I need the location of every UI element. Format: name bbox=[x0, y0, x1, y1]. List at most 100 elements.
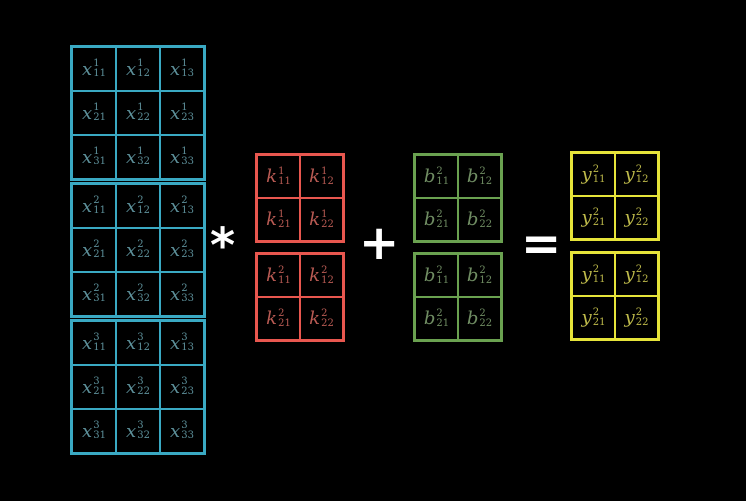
cell-subscript: 12 bbox=[137, 205, 150, 216]
cell-subscript: 21 bbox=[436, 218, 450, 230]
cell-superscript: 1 bbox=[93, 58, 100, 69]
cell-variable: y bbox=[624, 307, 635, 328]
cell-subscript: 12 bbox=[137, 342, 150, 353]
cell-superscript: 2 bbox=[635, 163, 643, 175]
cell-variable: x bbox=[126, 420, 137, 442]
cell-subscript: 31 bbox=[93, 156, 106, 167]
cell-variable: x bbox=[82, 376, 93, 398]
cell-variable: x bbox=[170, 239, 181, 261]
cell-variable: x bbox=[82, 283, 93, 305]
cell-subscript: 22 bbox=[137, 112, 150, 123]
cell-variable: x bbox=[170, 376, 181, 398]
cell-variable: k bbox=[266, 209, 278, 230]
cell-superscript: 2 bbox=[93, 195, 100, 206]
cell-superscript: 2 bbox=[479, 208, 486, 220]
cell-subscript: 32 bbox=[137, 156, 150, 167]
cell-variable: x bbox=[82, 239, 93, 261]
cell-variable: b bbox=[466, 265, 479, 286]
cell-variable: b bbox=[466, 209, 479, 230]
cell-subscript: 12 bbox=[479, 274, 493, 286]
cell-subscript: 12 bbox=[635, 273, 649, 285]
cell-variable: x bbox=[126, 195, 137, 217]
cell-superscript: 3 bbox=[181, 376, 188, 387]
cell-variable: b bbox=[423, 209, 436, 230]
cell-superscript: 1 bbox=[278, 208, 285, 220]
cell-subscript: 13 bbox=[181, 68, 194, 79]
cell-subscript: 12 bbox=[479, 175, 493, 187]
cell-variable: x bbox=[126, 283, 137, 305]
cell-variable: x bbox=[126, 332, 137, 354]
cell-superscript: 1 bbox=[137, 102, 144, 113]
cell-subscript: 22 bbox=[479, 317, 493, 329]
plus-operator: + bbox=[359, 215, 400, 271]
cell-variable: x bbox=[82, 195, 93, 217]
cell-variable: x bbox=[82, 102, 93, 124]
cell-subscript: 33 bbox=[181, 156, 194, 167]
cell-subscript: 11 bbox=[592, 173, 606, 185]
cell-variable: y bbox=[624, 207, 635, 228]
cell-subscript: 12 bbox=[321, 274, 334, 286]
cell-subscript: 11 bbox=[278, 274, 291, 286]
cell-variable: b bbox=[466, 308, 479, 329]
cell-variable: b bbox=[423, 166, 436, 187]
cell-superscript: 2 bbox=[436, 307, 443, 319]
cell-variable: x bbox=[126, 58, 137, 80]
cell-variable: x bbox=[126, 239, 137, 261]
cell-variable: x bbox=[126, 102, 137, 124]
cell-subscript: 11 bbox=[592, 273, 606, 285]
cell-superscript: 2 bbox=[321, 307, 328, 319]
cell-variable: b bbox=[423, 265, 436, 286]
cell-superscript: 2 bbox=[479, 307, 486, 319]
cell-subscript: 22 bbox=[635, 216, 649, 228]
cell-superscript: 1 bbox=[181, 58, 188, 69]
cell-variable: x bbox=[82, 332, 93, 354]
cell-superscript: 2 bbox=[278, 264, 285, 276]
cell-superscript: 2 bbox=[592, 206, 600, 218]
cell-subscript: 33 bbox=[181, 430, 194, 441]
cell-subscript: 21 bbox=[436, 317, 450, 329]
cell-superscript: 1 bbox=[93, 146, 100, 157]
